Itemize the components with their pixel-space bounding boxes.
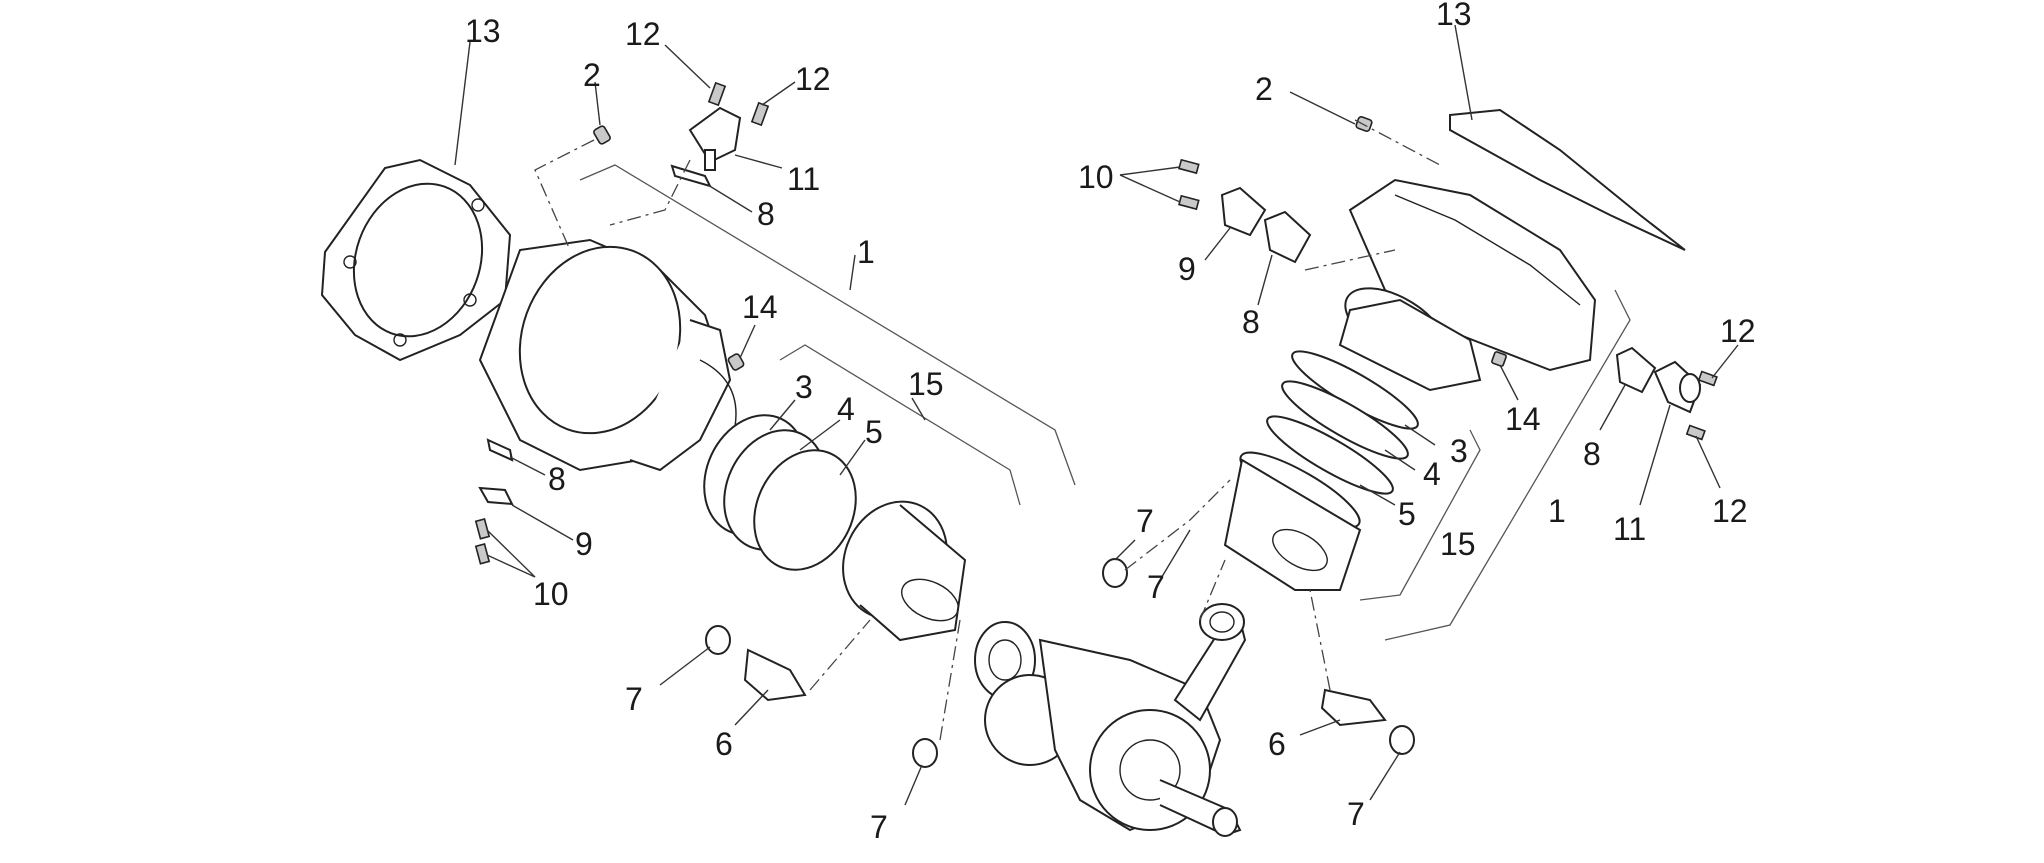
callout-8b-left: 8 <box>548 461 566 497</box>
callout-7a-left: 7 <box>625 681 643 717</box>
callout-12b-left: 12 <box>795 61 831 97</box>
cylinder-left <box>478 238 737 472</box>
gasket-8-left-low <box>486 438 514 462</box>
dowel-pin-left <box>593 125 611 145</box>
bolt-12b-left <box>750 101 770 127</box>
gasket-8-right-low <box>1615 346 1657 394</box>
gasket-8-right-top <box>1263 210 1312 264</box>
callout-14-right: 14 <box>1505 401 1541 437</box>
callout-2-left: 2 <box>583 57 601 93</box>
callout-15-right: 15 <box>1440 526 1476 562</box>
cover-9-left <box>478 486 514 506</box>
callout-1-right: 1 <box>1548 493 1566 529</box>
callout-5-left: 5 <box>865 414 883 450</box>
group-bracket-1-left <box>579 164 1076 486</box>
callout-9-right: 9 <box>1178 251 1196 287</box>
piston-pin-right <box>1320 688 1387 727</box>
bolt-12a-left <box>707 81 727 107</box>
callout-10-right: 10 <box>1078 159 1114 195</box>
circlip-7b-left <box>912 738 938 768</box>
piston-left <box>842 500 967 642</box>
callout-14-left: 14 <box>742 289 778 325</box>
head-gasket-left <box>320 158 512 362</box>
leader-lines <box>454 24 1739 806</box>
circlip-7a-left <box>705 625 731 655</box>
bolt-12a-right <box>1697 370 1718 387</box>
callout-6-left: 6 <box>715 726 733 762</box>
connecting-rod <box>1173 603 1247 722</box>
piston-right <box>1223 451 1362 591</box>
callout-13-left: 13 <box>465 13 501 49</box>
chain-tensioner-right <box>1653 360 1702 414</box>
callout-2-right: 2 <box>1255 71 1273 107</box>
bolt-10a-left <box>474 518 491 540</box>
callout-7a-right: 7 <box>1136 503 1154 539</box>
callout-1-left: 1 <box>857 234 875 270</box>
callout-5-right: 5 <box>1398 496 1416 532</box>
bolt-10b-left <box>474 543 491 565</box>
callout-8a-left: 8 <box>757 196 775 232</box>
head-gasket-right <box>1449 108 1686 251</box>
dowel-pin-14-right <box>1491 351 1507 367</box>
dowel-pin-right <box>1355 116 1373 132</box>
callout-9-left: 9 <box>575 526 593 562</box>
callout-7c-right: 7 <box>1347 796 1365 832</box>
cylinder-right <box>1338 178 1597 392</box>
callout-11-left: 11 <box>787 161 820 197</box>
piston-rings-left <box>703 414 857 571</box>
callout-6-right: 6 <box>1268 726 1286 762</box>
callout-8a-right: 8 <box>1242 304 1260 340</box>
piston-rings-right <box>1266 350 1419 495</box>
circlip-7b-right <box>1389 725 1415 755</box>
bolt-12b-right <box>1685 424 1706 441</box>
group-bracket-1-right <box>1384 289 1631 641</box>
piston-pin-left <box>743 648 807 702</box>
assembly-centerlines <box>534 119 1441 741</box>
group-bracket-15-left <box>779 344 1021 506</box>
callout-8b-right: 8 <box>1583 436 1601 472</box>
callout-12b-right: 12 <box>1712 493 1748 529</box>
chain-tensioner-left <box>688 106 742 171</box>
callout-13-right: 13 <box>1436 0 1472 32</box>
group-bracket-15-right <box>1359 429 1481 601</box>
callout-15-left: 15 <box>908 366 944 402</box>
callout-7b-right: 7 <box>1147 569 1165 605</box>
callout-12a-right: 12 <box>1720 313 1756 349</box>
dowel-pin-14-left <box>727 353 745 371</box>
callout-3-left: 3 <box>795 369 813 405</box>
cover-9-right <box>1220 186 1267 237</box>
bolt-10a-right <box>1178 158 1200 175</box>
callout-4-left: 4 <box>837 391 855 427</box>
callout-11-right: 11 <box>1613 511 1646 547</box>
callout-10-left: 10 <box>533 576 569 612</box>
crankshaft <box>974 621 1242 837</box>
callout-12a-left: 12 <box>625 16 661 52</box>
callout-4-right: 4 <box>1423 456 1441 492</box>
circlip-7a-right <box>1102 558 1128 588</box>
callout-7b-left: 7 <box>870 809 888 845</box>
callout-3-right: 3 <box>1450 433 1468 469</box>
bolt-10b-right <box>1178 194 1200 211</box>
